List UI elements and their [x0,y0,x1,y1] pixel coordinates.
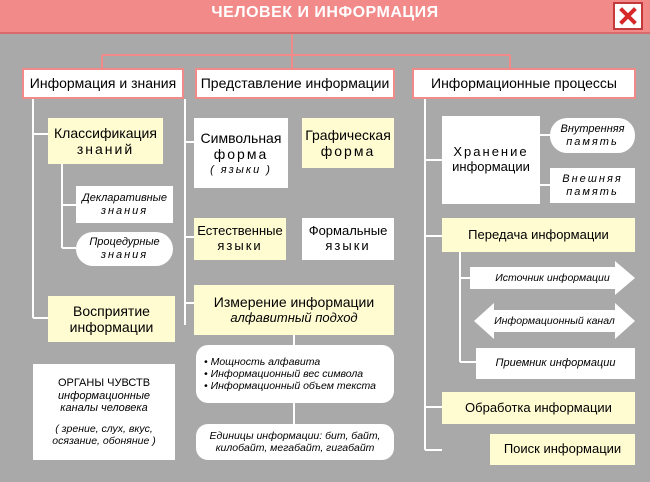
transfer-label: Передача информации [468,226,609,242]
declarative-line-2: знания [100,204,149,217]
storage-line-2: информации [452,159,530,174]
organs-line-3: каналы человека [60,402,148,415]
perception-box: Восприятие информации [48,296,175,342]
storage-box: Хранение информации [442,116,540,204]
header-representation: Представление информации [195,68,395,99]
search-box: Поиск информации [490,434,635,465]
channel-label: Информационный канал [494,315,615,327]
external-memory-box: Внешняя память [550,168,635,203]
procedural-knowledge-box: Процедурные знания [76,232,173,266]
processing-label: Обработка информации [465,399,612,415]
organs-line-5: осязание, обоняние ) [52,434,156,447]
bullet-alphabet-power: • Мощность алфавита [204,355,321,368]
declarative-knowledge-box: Декларативные знания [76,186,173,223]
header-info-knowledge: Информация и знания [22,68,184,99]
right-arrow-shape [470,261,635,295]
measurement-subtitle: алфавитный подход [230,309,358,325]
header-representation-label: Представление информации [200,75,390,92]
internal-line-1: Внутренняя [560,122,625,135]
close-button[interactable] [613,2,643,30]
receiver-box: Приемник информации [476,348,635,379]
receiver-label: Приемник информации [495,357,616,370]
title-bar: ЧЕЛОВЕК И ИНФОРМАЦИЯ [0,0,650,34]
graphic-line-2: форма [320,143,376,159]
measurement-title: Измерение информации [213,294,375,311]
source-arrow: Источник информации [470,261,635,295]
formal-line-2: языки [325,238,371,253]
bullet-symbol-weight: • Информационный вес символа [204,367,364,380]
units-line-1: Единицы информации: бит, байт, [209,429,381,442]
channel-arrow: Информационный канал [474,303,635,339]
source-label: Источник информации [495,272,610,284]
perception-line-2: информации [69,319,154,335]
information-units-box: Единицы информации: бит, байт, килобайт,… [196,424,394,460]
natural-line-1: Естественные [197,223,283,239]
transfer-box: Передача информации [442,218,635,252]
natural-line-2: языки [217,238,263,253]
classification-line-2: знаний [76,141,135,157]
symbolic-line-1: Символьная [200,129,282,146]
bullet-text-volume: • Информационный объем текста [204,380,376,393]
external-line-1: Внешняя [562,172,623,185]
symbolic-line-3: ( языки ) [210,163,272,176]
units-line-2: килобайт, мегабайт, гигабайт [215,442,375,454]
organs-line-2: информационные [57,389,151,402]
graphic-line-1: Графическая [305,126,391,143]
procedural-line-2: знания [100,249,149,261]
knowledge-classification-box: Классификация знаний [48,118,163,164]
measurement-bullets-box: • Мощность алфавита • Информационный вес… [196,345,394,403]
diagram-title: ЧЕЛОВЕК И ИНФОРМАЦИЯ [211,4,439,21]
double-arrow-shape [474,303,635,339]
sense-organs-box: ОРГАНЫ ЧУВСТВ информационные каналы чело… [33,364,175,460]
internal-memory-box: Внутренняя память [550,118,635,153]
symbolic-line-2: форма [213,145,269,162]
formal-languages-box: Формальные языки [302,218,394,260]
header-info-knowledge-label: Информация и знания [29,75,177,92]
header-processes: Информационные процессы [412,68,636,99]
graphic-form-box: Графическая форма [302,118,394,168]
information-measurement-box: Измерение информации алфавитный подход [194,285,394,335]
search-label: Поиск информации [503,441,622,457]
header-processes-label: Информационные процессы [431,75,617,92]
close-icon [619,7,637,25]
internal-line-2: память [566,135,619,148]
procedural-line-1: Процедурные [89,236,160,249]
symbolic-form-box: Символьная форма ( языки ) [194,118,288,188]
classification-line-1: Классификация [54,124,157,141]
external-line-2: память [566,185,619,198]
natural-languages-box: Естественные языки [194,218,286,260]
formal-line-1: Формальные [308,223,388,239]
storage-line-1: Хранение [453,144,529,160]
perception-line-1: Восприятие [73,302,150,319]
organs-title: ОРГАНЫ ЧУВСТВ [57,376,151,389]
processing-box: Обработка информации [442,392,635,424]
declarative-line-1: Декларативные [82,191,167,204]
organs-line-4: ( зрение, слух, вкус, [55,422,153,435]
